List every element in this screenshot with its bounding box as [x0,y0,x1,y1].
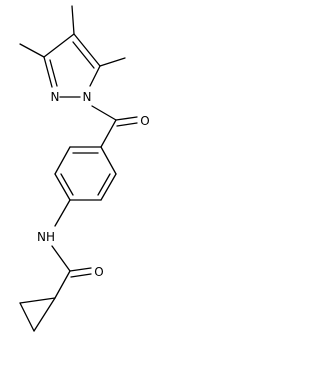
bond-carbonyl-o-upper-double [116,122,138,127]
bond-cyclopropane-a [19,297,56,304]
bond-carbonyl-o-upper [115,116,138,121]
bond-methyl-c4 [71,5,75,35]
bond-carbonyl-o-lower [69,267,92,272]
bond-n2-c3 [43,56,53,88]
bond-cyclopropane-c [33,297,56,332]
bond-nh-carbonyl [51,245,71,272]
bond-n2-c3-double [49,59,58,87]
bond-c4-c5-double [72,41,95,69]
chemical-structure-diagram: N N O NH O [19,5,150,332]
bond-cyclopropane-b [19,302,35,332]
atom-label-o-upper: O [140,114,149,128]
bond-carbonyl-o-lower-double [70,273,92,278]
bond-c3-c4 [43,33,75,58]
bond-c4-c5 [73,33,101,67]
bond-ring-3-4 [54,173,71,201]
bond-c5-n1 [89,65,101,87]
bond-ring-6-1 [100,146,117,175]
bond-ring-double-c [97,173,111,196]
bond-carbonyl-cyclopropane [54,270,71,299]
bond-ring-2-3 [54,146,71,175]
bond-carbonyl-benzene [100,119,117,148]
bond-n1-carbonyl [91,105,117,121]
bond-ring-5-6 [100,173,117,201]
bond-benzene-nh [54,199,71,227]
atom-label-o-lower: O [94,265,103,279]
bond-ring-double-b [60,173,74,196]
bond-methyl-c5 [99,57,126,67]
bond-methyl-c3 [19,43,45,58]
atom-label-n2: N [51,90,60,104]
atom-label-n1: N [83,90,92,104]
atom-label-nh: NH [37,230,55,244]
